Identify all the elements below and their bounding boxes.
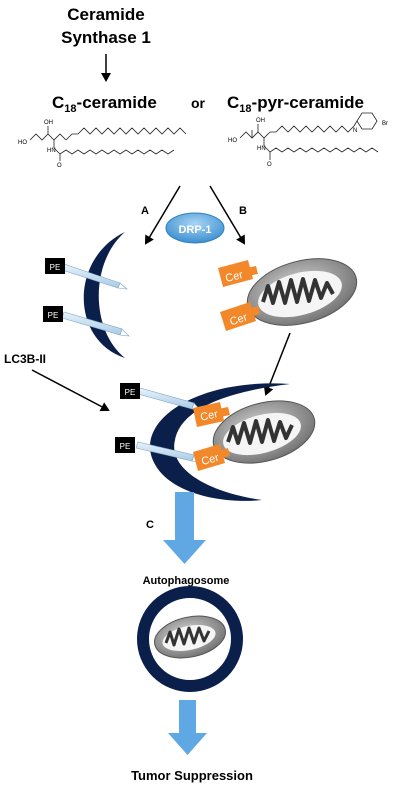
mitochondrion-upper xyxy=(246,258,358,326)
autophagosome-label: Autophagosome xyxy=(143,575,230,587)
pe-label-lower: PE xyxy=(48,311,59,320)
lc3b-label: LC3B-II xyxy=(4,352,46,366)
pe-tube-lower xyxy=(61,311,130,337)
svg-text:Cer: Cer xyxy=(224,269,244,285)
drp1-ellipse xyxy=(165,212,225,244)
svg-text:Cer: Cer xyxy=(199,408,219,423)
arrow-to-tumor-suppression xyxy=(168,700,207,755)
cer-block-upper: Cer xyxy=(218,260,258,287)
phagophore-left xyxy=(83,232,125,358)
arrow-lc3b-to-complex xyxy=(31,369,110,412)
pe-tube-upper xyxy=(61,263,128,290)
struct-o-right: O xyxy=(267,162,272,168)
label-b: B xyxy=(239,205,247,217)
arrow-path-c xyxy=(163,492,206,564)
struct-oh-left: OH xyxy=(44,120,53,126)
mitochondrion-autophagosome xyxy=(154,615,226,659)
pe-label-complex-lower: PE xyxy=(120,442,131,451)
c18-ceramide-structure xyxy=(29,126,187,161)
cer-block-complex-lower: Cer xyxy=(193,444,230,471)
drp1-label: DRP-1 xyxy=(178,224,211,236)
mitochondrion-complex xyxy=(212,400,316,464)
arrow-path-b xyxy=(209,185,246,245)
struct-o-left: O xyxy=(57,163,62,169)
pe-box-complex-lower xyxy=(115,437,135,453)
struct-n-plus: N xyxy=(353,128,357,134)
pe-label-upper: PE xyxy=(50,263,61,272)
cer-block-lower: Cer xyxy=(220,302,260,331)
tumor-suppression-label: Tumor Suppression xyxy=(131,768,253,783)
title-line2: Synthase 1 xyxy=(61,28,151,47)
or-label: or xyxy=(191,95,206,111)
pe-label-complex-upper: PE xyxy=(125,388,136,397)
pe-box-lower xyxy=(43,306,63,322)
arrow-path-a xyxy=(144,185,181,245)
label-a: A xyxy=(141,205,149,217)
c18-ceramide-label: C18-ceramide xyxy=(52,93,157,115)
svg-text:Cer: Cer xyxy=(200,452,221,468)
cer-block-complex-upper: Cer xyxy=(193,402,230,427)
struct-hn-left: HN xyxy=(47,148,56,154)
c18-pyr-ceramide-structure xyxy=(239,112,379,160)
svg-text:Cer: Cer xyxy=(228,311,249,328)
struct-ho-right: HO xyxy=(228,138,237,144)
title-line1: Ceramide xyxy=(67,5,144,24)
c18-pyr-ceramide-label: C18-pyr-ceramide xyxy=(227,93,364,115)
phagophore-complex xyxy=(150,383,290,501)
struct-oh-right: OH xyxy=(256,118,265,124)
pe-box-complex-upper xyxy=(120,383,140,399)
struct-ho-left: HO xyxy=(18,140,27,146)
struct-br: Br xyxy=(382,121,388,127)
pe-box-upper xyxy=(45,258,65,274)
struct-hn-right: HN xyxy=(257,146,266,152)
pe-tube-complex-upper xyxy=(137,387,201,411)
label-c: C xyxy=(146,519,154,531)
